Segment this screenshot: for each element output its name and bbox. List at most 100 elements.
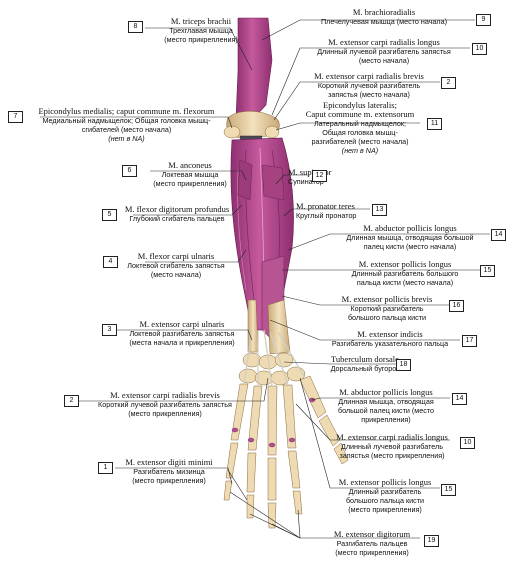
label-sub: большой палец кисти (место [337, 406, 435, 415]
label-sub: прикрепления) [361, 415, 411, 424]
label-brachioradialis: M. brachioradialis Плечелучевая мышца (м… [296, 7, 472, 27]
callout-number-15-top: 15 [480, 265, 495, 277]
label-pronator-teres: M. pronator teres Круглый пронатор [296, 201, 376, 221]
label-extensor-indicis: M. extensor indicis Разгибатель указател… [322, 329, 458, 349]
label-note: (нет в NA) [108, 134, 145, 143]
label-sub: Разгибатель указательного пальца [331, 339, 449, 348]
label-extensor-carpi-radialis-brevis-insertion: M. extensor carpi radialis brevis Коротк… [80, 391, 250, 419]
callout-number-2-left: 2 [64, 395, 79, 407]
insertion-markers [231, 397, 316, 448]
label-extensor-digiti-minimi: M. extensor digiti minimi Разгибатель ми… [114, 457, 224, 486]
label-sub: пальца кисти (место начала) [356, 278, 454, 287]
label-sub: Супинатор [288, 177, 324, 186]
hand-bones [223, 375, 349, 529]
label-extensor-carpi-radialis-longus-origin: M. extensor carpi radialis longus Длинны… [300, 37, 468, 66]
label-sub: Длинная мышца, отводящая [338, 397, 434, 406]
label-epicondylus-lateralis: Epicondylus lateralis; Caput commune m. … [296, 100, 424, 156]
lateral-epicondyle-bone [264, 125, 280, 139]
label-title: Epicondylus lateralis; [323, 100, 397, 110]
supinator-muscle [261, 164, 285, 201]
callout-number-18: 18 [396, 359, 411, 371]
label-sub: Длинный разгибатель [348, 487, 422, 496]
label-title: M. extensor carpi radialis longus [328, 37, 440, 47]
label-flexor-digitorum-profundus: M. flexor digitorum profundus Глубокий с… [118, 204, 236, 224]
label-sub: Разгибатель пальцев [336, 539, 408, 548]
callout-number-14-bottom: 14 [452, 393, 467, 405]
label-sub: Медиальный надмыщелок; Общая головка мыш… [42, 116, 211, 125]
carpal-bones [238, 352, 306, 386]
label-sub: Круглый пронатор [296, 211, 357, 220]
label-sub: Локтевая мышца [161, 170, 219, 179]
callout-number-11: 11 [427, 118, 442, 130]
label-extensor-carpi-ulnaris: M. extensor carpi ulnaris Локтевой разги… [118, 319, 246, 348]
label-sub: Короткий лучевой разгибатель запястья [98, 400, 232, 409]
label-title: M. extensor carpi ulnaris [139, 319, 225, 329]
label-supinator: M. supinator Супинатор [288, 167, 358, 187]
label-title: M. triceps brachii [170, 16, 232, 26]
label-title: M. supinator [288, 167, 332, 177]
label-title: M. extensor digitorum [333, 529, 411, 539]
callout-number-4: 4 [103, 256, 118, 268]
label-sub: запястья (место прикрепления) [339, 451, 445, 460]
label-title: M. extensor digiti minimi [125, 457, 213, 467]
label-sub: (место прикрепления) [128, 409, 202, 418]
label-sub: Длинный лучевой разгибатель запястья [317, 47, 451, 56]
label-extensor-pollicis-longus-insertion: M. extensor pollicis longus Длинный разг… [330, 477, 440, 515]
label-sub: Общая головка мышц- [322, 128, 398, 137]
label-title: M. flexor digitorum profundus [124, 204, 230, 214]
anconeus-muscle [237, 159, 253, 201]
label-sub: (место начала) [358, 56, 410, 65]
label-title: Epicondylus medialis; caput commune m. f… [38, 106, 215, 116]
callout-number-13: 13 [372, 204, 387, 216]
label-sub: разгибателей (место начала) [311, 137, 409, 146]
label-title-line2: Caput commune m. extensorum [305, 109, 415, 119]
callout-number-10-bottom: 10 [460, 437, 475, 449]
callout-number-2-right: 2 [441, 77, 456, 89]
label-title: M. extensor indicis [357, 329, 423, 339]
label-epicondylus-medialis: Epicondylus medialis; caput commune m. f… [24, 106, 229, 144]
label-title: M. abductor pollicis longus [363, 223, 457, 233]
label-extensor-pollicis-brevis: M. extensor pollicis brevis Короткий раз… [328, 295, 446, 323]
label-abductor-pollicis-longus-origin: M. abductor pollicis longus Длинная мышц… [332, 223, 488, 252]
label-triceps-brachii: M. triceps brachii Трехглавая мышца (мес… [146, 16, 256, 45]
label-sub: Короткий разгибатель [350, 304, 424, 313]
callout-number-1: 1 [98, 462, 113, 474]
label-extensor-digitorum: M. extensor digitorum Разгибатель пальце… [322, 529, 422, 558]
tendons [243, 329, 306, 387]
callout-number-6: 6 [122, 165, 137, 177]
label-note: (нет в NA) [341, 146, 379, 155]
label-title: M. extensor carpi radialis longus [336, 432, 448, 442]
label-extensor-carpi-radialis-brevis-origin: M. extensor carpi radialis brevis Коротк… [300, 72, 438, 100]
label-sub: Длинный разгибатель большого [351, 269, 459, 278]
label-title: M. extensor pollicis longus [338, 477, 432, 487]
label-extensor-carpi-radialis-longus-insertion: M. extensor carpi radialis longus Длинны… [328, 432, 456, 461]
label-sub: Дорсальный бугорок [330, 364, 400, 373]
label-title: M. anconeus [168, 160, 212, 170]
callout-number-12: 12 [312, 170, 327, 182]
label-sub: (место прикрепления) [153, 179, 227, 188]
label-sub: (место начала) [150, 270, 202, 279]
label-anconeus: M. anconeus Локтевая мышца (место прикре… [140, 160, 240, 189]
label-sub: (места начала и прикрепления) [129, 338, 235, 347]
label-sub: Длинный лучевой разгибатель [340, 442, 443, 451]
callout-number-14-top: 14 [491, 229, 506, 241]
callout-number-7: 7 [8, 111, 23, 123]
label-sub: Глубокий сгибатель пальцев [129, 214, 225, 223]
label-sub: запястья (место начала) [328, 90, 410, 99]
label-sub: (место прикрепления) [164, 35, 238, 44]
callout-number-9: 9 [476, 14, 491, 26]
label-tuberculum-dorsale: Tuberculum dorsale Дорсальный бугорок [330, 355, 400, 374]
callout-number-19: 19 [424, 535, 439, 547]
label-sub: Трехглавая мышца [169, 26, 233, 35]
label-sub: Локтевой разгибатель запястья [129, 329, 235, 338]
label-sub: (место прикрепления) [348, 505, 422, 514]
label-title: M. brachioradialis [352, 7, 416, 17]
label-sub: Плечелучевая мышца (место начала) [320, 17, 448, 26]
label-extensor-pollicis-longus-origin: M. extensor pollicis longus Длинный разг… [332, 260, 478, 288]
label-title: M. pronator teres [296, 201, 355, 211]
label-sub: Разгибатель мизинца [133, 467, 205, 476]
label-sub: Латеральный надмыщелок; [313, 119, 407, 128]
label-sub: сгибателей (место начала) [81, 125, 172, 134]
callout-number-16: 16 [449, 300, 464, 312]
